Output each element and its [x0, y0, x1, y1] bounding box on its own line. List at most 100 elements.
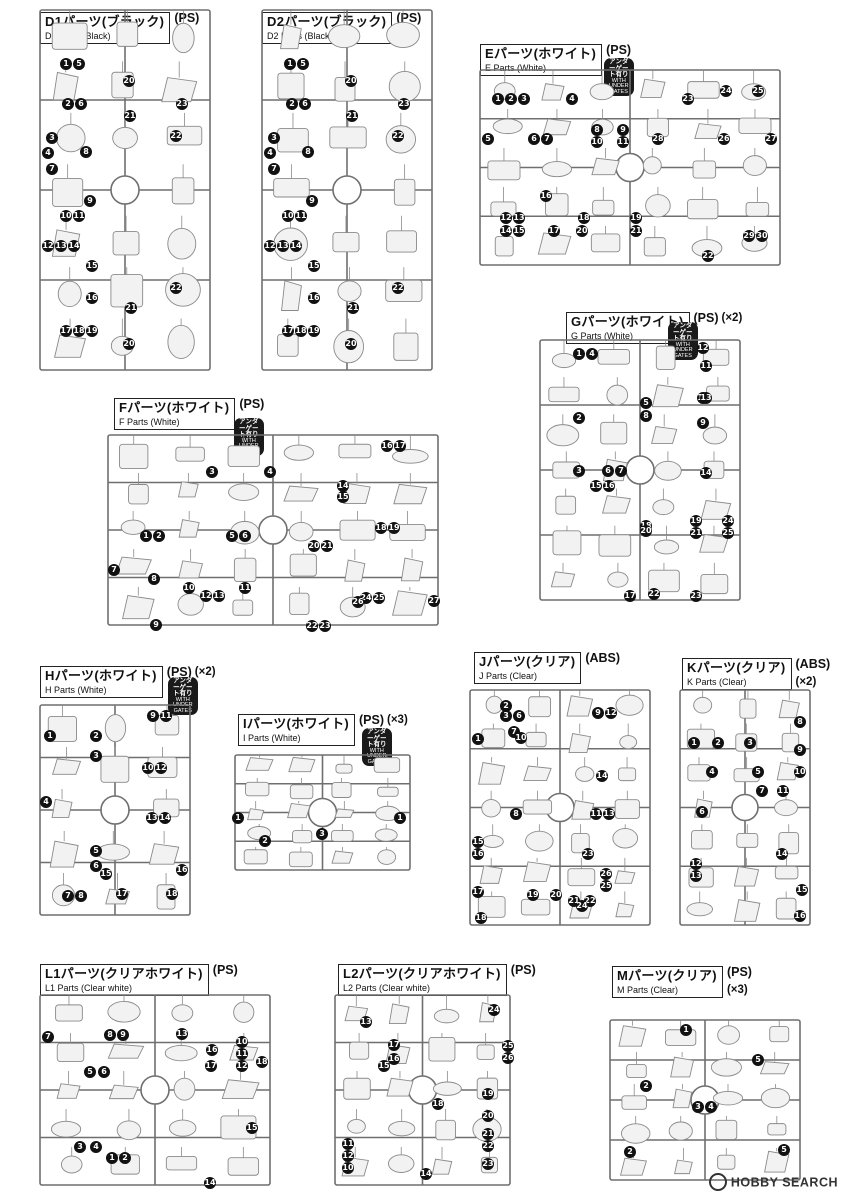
part-number-marker: 19 [86, 325, 98, 337]
part-number-marker: 17 [548, 225, 560, 237]
part-number-marker: 3 [518, 93, 530, 105]
runner-quantity: (×3) [387, 714, 408, 726]
part-number-marker: 10 [60, 210, 72, 222]
runner-title-jp: Fパーツ(ホワイト) [119, 400, 230, 415]
part-number-marker: 9 [592, 707, 604, 719]
runner-quantity: (×2) [194, 666, 216, 678]
runner-material: (PS) [359, 713, 385, 727]
part-number-marker: 8 [591, 124, 603, 136]
part-number-marker: 20 [345, 75, 357, 87]
runner-title-box: L2パーツ(クリアホワイト)L2 Parts (Clear white) [338, 964, 507, 997]
part-number-marker: 14 [68, 240, 80, 252]
part-number-marker: 1 [680, 1024, 692, 1036]
part-number-marker: 16 [794, 910, 806, 922]
part-number-marker: 4 [706, 766, 718, 778]
part-number-marker: 19 [527, 889, 539, 901]
under-gates-jp: アンダーゲート有り [367, 728, 387, 748]
part-number-marker: 21 [321, 540, 333, 552]
runner-title-box: Iパーツ(ホワイト)I Parts (White) [238, 714, 356, 747]
part-number-marker: 24 [720, 85, 732, 97]
part-number-marker: 23 [482, 1158, 494, 1170]
part-number-marker: 15 [337, 491, 349, 503]
runner-header-m: Mパーツ(クリア)M Parts (Clear)(PS)(×3) [612, 965, 752, 999]
part-number-marker: 8 [104, 1029, 116, 1041]
part-number-marker: 2 [640, 1080, 652, 1092]
part-number-marker: 22 [482, 1140, 494, 1152]
part-number-marker: 10 [515, 732, 527, 744]
part-number-marker: 15 [378, 1060, 390, 1072]
part-number-marker: 3 [573, 465, 585, 477]
part-number-marker: 15 [246, 1122, 258, 1134]
part-number-marker: 20 [482, 1110, 494, 1122]
part-number-marker: 2 [119, 1152, 131, 1164]
part-number-marker: 9 [306, 195, 318, 207]
runner-quantity: (×2) [721, 312, 743, 324]
runner-title-jp: D2パーツ(ブラック) [267, 14, 387, 29]
part-number-marker: 11 [617, 136, 629, 148]
part-number-marker: 15 [86, 260, 98, 272]
part-number-marker: 4 [586, 348, 598, 360]
part-number-marker: 18 [295, 325, 307, 337]
part-number-marker: 1 [140, 530, 152, 542]
part-number-marker: 11 [590, 808, 602, 820]
part-number-marker: 2 [286, 98, 298, 110]
runner-title-jp: Mパーツ(クリア) [617, 968, 717, 983]
part-number-marker: 23 [582, 848, 594, 860]
part-number-marker: 23 [319, 620, 331, 632]
part-number-marker: 14 [204, 1177, 216, 1189]
part-number-marker: 23 [682, 93, 694, 105]
runner-title-box: Eパーツ(ホワイト)E Parts (White) [480, 44, 603, 77]
part-number-marker: 19 [308, 325, 320, 337]
part-number-marker: 14 [596, 770, 608, 782]
part-number-marker: 5 [84, 1066, 96, 1078]
part-number-marker: 5 [297, 58, 309, 70]
runner-material: (PS) [606, 43, 632, 57]
part-number-marker: 24 [488, 1004, 500, 1016]
part-number-marker: 10 [183, 582, 195, 594]
part-number-marker: 5 [778, 1144, 790, 1156]
part-number-marker: 22 [170, 130, 182, 142]
part-number-marker: 17 [116, 888, 128, 900]
part-number-marker: 22 [392, 282, 404, 294]
part-number-marker: 21 [630, 225, 642, 237]
part-number-marker: 18 [166, 888, 178, 900]
part-number-marker: 3 [692, 1101, 704, 1113]
part-number-marker: 7 [42, 1031, 54, 1043]
part-number-marker: 10 [236, 1036, 248, 1048]
part-number-marker: 11 [342, 1138, 354, 1150]
part-number-marker: 18 [578, 212, 590, 224]
part-number-marker: 13 [700, 392, 712, 404]
part-number-marker: 13 [690, 870, 702, 882]
part-number-marker: 17 [388, 1039, 400, 1051]
runner-header-f: Fパーツ(ホワイト)F Parts (White)(PS) [114, 397, 264, 431]
runner-quantity: (×2) [795, 676, 817, 688]
part-number-marker: 20 [550, 889, 562, 901]
part-number-marker: 6 [299, 98, 311, 110]
part-number-marker: 14 [420, 1168, 432, 1180]
part-number-marker: 9 [147, 710, 159, 722]
part-number-marker: 18 [375, 522, 387, 534]
part-number-marker: 22 [392, 130, 404, 142]
runner-title-jp: L2パーツ(クリアホワイト) [343, 966, 501, 981]
part-number-marker: 27 [428, 595, 440, 607]
runner-title-en: E Parts (White) [485, 62, 547, 73]
part-number-marker: 7 [108, 564, 120, 576]
part-number-marker: 5 [640, 397, 652, 409]
runner-title-box: L1パーツ(クリアホワイト)L1 Parts (Clear white) [40, 964, 209, 997]
part-number-marker: 25 [373, 592, 385, 604]
part-number-marker: 1 [106, 1152, 118, 1164]
runner-title-jp: Iパーツ(ホワイト) [243, 716, 350, 731]
part-number-marker: 4 [90, 1141, 102, 1153]
under-gates-jp: アンダーゲート有り [609, 58, 629, 78]
under-gates-en: WITH UNDER GATES [609, 77, 629, 95]
part-number-marker: 21 [124, 110, 136, 122]
part-number-marker: 14 [500, 225, 512, 237]
runner-header-l1: L1パーツ(クリアホワイト)L1 Parts (Clear white)(PS) [40, 963, 238, 997]
part-number-marker: 10 [282, 210, 294, 222]
part-number-marker: 12 [500, 212, 512, 224]
runner-title-en: L2 Parts (Clear white) [343, 982, 431, 993]
part-number-marker: 22 [648, 588, 660, 600]
